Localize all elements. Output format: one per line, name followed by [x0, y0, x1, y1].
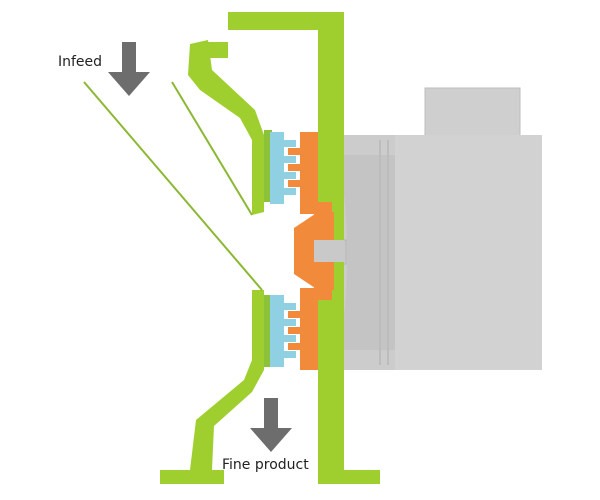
stator-top — [270, 132, 284, 204]
rotor-teeth-bottom — [288, 311, 300, 350]
flow-line-outer — [83, 81, 263, 291]
housing-left-bottom — [160, 290, 264, 484]
stator-teeth-bottom — [284, 303, 296, 358]
outfeed-arrow-icon — [250, 398, 292, 452]
infeed-label: Infeed — [58, 54, 103, 70]
motor-body — [390, 135, 542, 370]
flow-line-inner — [171, 81, 253, 216]
rotor — [288, 132, 334, 370]
housing-left — [160, 40, 272, 484]
housing-top-frame — [205, 12, 380, 484]
housing-right — [205, 12, 380, 484]
housing-left-bottom-inner — [264, 295, 272, 367]
shaft-bore — [314, 240, 344, 262]
rotor-teeth-top — [288, 148, 300, 187]
infeed-arrow-icon — [108, 42, 150, 96]
rotor-disc-top — [300, 132, 318, 214]
stator-teeth-top — [284, 140, 296, 195]
housing-left-top — [188, 40, 264, 215]
flow-lines — [83, 81, 263, 291]
motor-terminal-box — [424, 87, 521, 139]
stator — [270, 132, 296, 367]
stator-bottom — [270, 295, 284, 367]
motor — [335, 87, 542, 370]
rotor-disc-bottom — [300, 288, 318, 370]
fine-product-label: Fine product — [222, 457, 309, 473]
housing-left-top-inner — [264, 130, 272, 202]
